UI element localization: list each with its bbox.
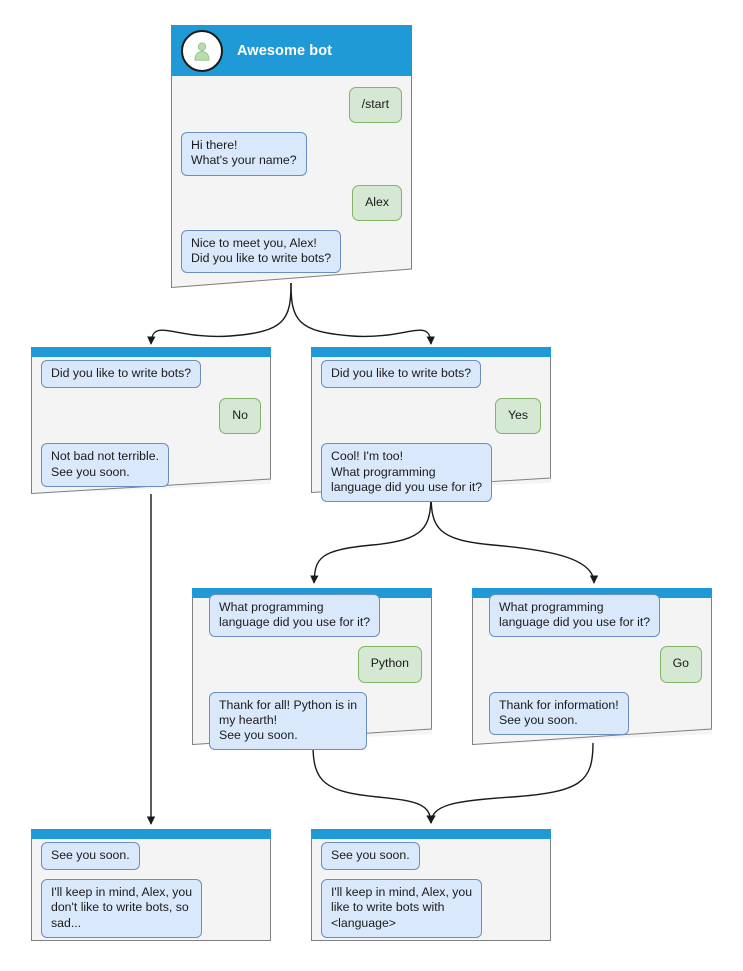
bot-message-bubble[interactable]: What programming language did you use fo… <box>489 594 661 638</box>
bot-message-bubble[interactable]: I'll keep in mind, Alex, you like to wri… <box>321 879 483 938</box>
bot-message-bubble[interactable]: Cool! I'm too! What programming language… <box>321 443 493 503</box>
node-end-sad-header <box>31 829 271 839</box>
bot-title: Awesome bot <box>237 42 333 59</box>
person-avatar-icon <box>181 29 223 72</box>
node-branch-go-chat: What programming language did you use fo… <box>472 594 712 744</box>
message-row: See you soon. <box>41 842 261 871</box>
node-end-sad[interactable]: See you soon. I'll keep in mind, Alex, y… <box>31 829 271 941</box>
message-row: Did you like to write bots? <box>321 360 541 389</box>
message-row: Thank for all! Python is in my hearth! S… <box>209 691 422 751</box>
message-row: I'll keep in mind, Alex, you like to wri… <box>321 879 541 938</box>
node-root-header: Awesome bot <box>171 25 412 76</box>
message-row: Alex <box>181 184 402 221</box>
bot-message-bubble[interactable]: What programming language did you use fo… <box>209 594 381 638</box>
message-row: Thank for information! See you soon. <box>489 691 702 736</box>
message-row: Cool! I'm too! What programming language… <box>321 443 541 503</box>
message-row: Go <box>482 646 702 683</box>
user-message-bubble[interactable]: Go <box>659 646 702 683</box>
edge-root-to-no <box>147 282 292 345</box>
message-row: See you soon. <box>321 842 541 871</box>
node-branch-yes-chat: Did you like to write bots? Yes Cool! I'… <box>311 357 551 511</box>
bot-message-bubble[interactable]: Thank for information! See you soon. <box>489 691 629 736</box>
bot-message-bubble[interactable]: Did you like to write bots? <box>41 360 202 389</box>
message-row: Python <box>202 646 422 683</box>
message-row: I'll keep in mind, Alex, you don't like … <box>41 879 261 938</box>
node-branch-yes-header <box>311 347 551 357</box>
user-message-bubble[interactable]: Alex <box>352 184 402 221</box>
user-message-bubble[interactable]: Python <box>357 646 422 683</box>
bot-message-bubble[interactable]: Did you like to write bots? <box>321 360 482 389</box>
bot-message-bubble[interactable]: Nice to meet you, Alex! Did you like to … <box>181 229 342 274</box>
node-branch-no-header <box>31 347 271 357</box>
node-root[interactable]: Awesome bot /start Hi there! What's your… <box>171 25 412 288</box>
node-end-happy-header <box>311 829 551 839</box>
node-branch-python[interactable]: What programming language did you use fo… <box>192 588 432 751</box>
node-branch-go[interactable]: What programming language did you use fo… <box>472 588 712 745</box>
bot-message-bubble[interactable]: See you soon. <box>321 842 420 871</box>
edge-root-to-yes <box>290 282 435 345</box>
message-row: What programming language did you use fo… <box>489 594 702 638</box>
edge-go-to-end-happy <box>427 742 594 824</box>
bot-message-bubble[interactable]: I'll keep in mind, Alex, you don't like … <box>41 879 203 938</box>
bot-message-bubble[interactable]: Not bad not terrible. See you soon. <box>41 443 170 487</box>
node-branch-python-chat: What programming language did you use fo… <box>192 594 432 759</box>
node-end-sad-chat: See you soon. I'll keep in mind, Alex, y… <box>31 839 271 947</box>
node-end-happy-chat: See you soon. I'll keep in mind, Alex, y… <box>311 839 551 947</box>
node-branch-no-chat: Did you like to write bots? No Not bad n… <box>31 357 271 496</box>
node-branch-yes[interactable]: Did you like to write bots? Yes Cool! I'… <box>311 347 551 503</box>
message-row: Nice to meet you, Alex! Did you like to … <box>181 229 402 274</box>
message-row: Yes <box>321 398 541 435</box>
message-row: What programming language did you use fo… <box>209 594 422 638</box>
message-row: No <box>41 398 261 435</box>
bot-message-bubble[interactable]: See you soon. <box>41 842 140 871</box>
message-row: Hi there! What's your name? <box>181 132 402 176</box>
user-message-bubble[interactable]: /start <box>348 87 402 124</box>
node-end-happy[interactable]: See you soon. I'll keep in mind, Alex, y… <box>311 829 551 941</box>
message-row: Did you like to write bots? <box>41 360 261 389</box>
user-message-bubble[interactable]: No <box>219 398 261 435</box>
user-message-bubble[interactable]: Yes <box>494 398 541 435</box>
message-row: /start <box>181 87 402 124</box>
node-branch-no[interactable]: Did you like to write bots? No Not bad n… <box>31 347 271 494</box>
bot-message-bubble[interactable]: Hi there! What's your name? <box>181 132 307 176</box>
message-row: Not bad not terrible. See you soon. <box>41 443 261 487</box>
node-root-chat: /start Hi there! What's your name? Alex … <box>171 87 412 282</box>
bot-message-bubble[interactable]: Thank for all! Python is in my hearth! S… <box>209 691 368 751</box>
